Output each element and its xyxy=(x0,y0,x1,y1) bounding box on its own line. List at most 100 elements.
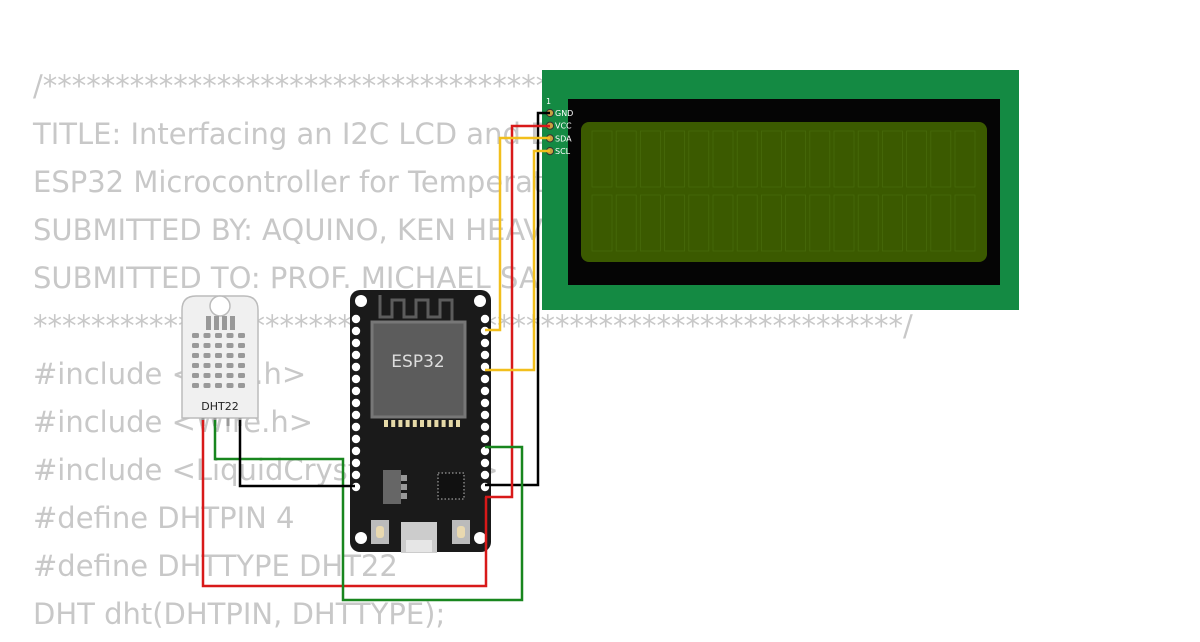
lcd-pin-label: SDA xyxy=(555,134,572,143)
lcd-cell xyxy=(857,130,879,188)
esp32-pin[interactable] xyxy=(480,422,490,432)
wire-sda xyxy=(485,136,550,332)
lcd-cell xyxy=(688,130,710,188)
lcd-cell xyxy=(809,130,831,188)
esp32-pin[interactable] xyxy=(351,470,361,480)
esp32-pin[interactable] xyxy=(351,458,361,468)
lcd-cell xyxy=(640,130,661,188)
lcd-cell xyxy=(882,194,903,252)
esp32-pin[interactable] xyxy=(351,314,361,324)
esp32-board[interactable]: ESP32 xyxy=(350,290,491,553)
mount-hole xyxy=(355,295,367,307)
voltage-regulator xyxy=(383,470,401,504)
lcd-cell xyxy=(833,130,855,188)
mount-hole xyxy=(474,295,486,307)
module-pad xyxy=(405,420,410,427)
esp32-pin[interactable] xyxy=(480,470,490,480)
esp32-pin[interactable] xyxy=(351,338,361,348)
esp32-pin[interactable] xyxy=(480,398,490,408)
vent-slot xyxy=(215,353,222,358)
dht22-label: DHT22 xyxy=(201,400,238,413)
vent-slot xyxy=(215,343,222,348)
esp32-pin[interactable] xyxy=(351,434,361,444)
module-pad xyxy=(398,420,403,427)
esp32-pin[interactable] xyxy=(351,398,361,408)
wire-dht-data xyxy=(213,420,524,602)
vent-slot xyxy=(215,373,222,378)
vent-slot xyxy=(192,363,199,368)
vent-slot xyxy=(238,353,245,358)
esp32-pin[interactable] xyxy=(480,314,490,324)
dht22-sensor[interactable]: DHT22 xyxy=(181,295,259,426)
dht22-lead xyxy=(226,418,230,426)
module-pad xyxy=(427,420,432,427)
wire-dht-gnd xyxy=(238,420,355,488)
esp32-pin[interactable] xyxy=(480,338,490,348)
esp32-label: ESP32 xyxy=(391,352,444,372)
esp32-pin[interactable] xyxy=(351,374,361,384)
wire-gnd xyxy=(485,111,550,487)
lcd-cell xyxy=(664,194,685,252)
module-pads xyxy=(384,420,460,427)
vent-slot xyxy=(203,353,211,358)
esp32-pin[interactable] xyxy=(480,446,490,456)
vent-slot xyxy=(226,363,234,368)
esp32-pin[interactable] xyxy=(480,458,490,468)
boot-button[interactable] xyxy=(452,520,470,544)
esp32-pin[interactable] xyxy=(480,350,490,360)
code-line: DHT dht(DHTPIN, DHTTYPE); xyxy=(33,597,446,631)
lcd-cell xyxy=(591,130,613,188)
vent-slot xyxy=(226,333,234,338)
esp32-pin[interactable] xyxy=(351,410,361,420)
wire-vcc-dht xyxy=(201,420,488,588)
vent-slot xyxy=(215,363,222,368)
esp32-pin[interactable] xyxy=(351,446,361,456)
esp32-pin[interactable] xyxy=(351,422,361,432)
esp32-left-pin-row xyxy=(351,314,361,492)
esp32-pin[interactable] xyxy=(351,350,361,360)
lcd-cell xyxy=(930,194,952,252)
lcd-pin-label: SCL xyxy=(555,147,571,156)
lcd-cell xyxy=(615,194,637,252)
lcd-cell xyxy=(688,194,710,252)
vent-slot xyxy=(203,333,211,338)
lcd-pin-number: 1 xyxy=(546,97,551,106)
lcd-pin-label: GND xyxy=(555,109,573,118)
module-pad xyxy=(456,420,460,427)
lcd-cell xyxy=(785,130,806,188)
vent-slot xyxy=(226,343,234,348)
micro-usb-opening xyxy=(406,540,432,552)
lcd-cell xyxy=(736,194,758,252)
vent-slot xyxy=(192,333,199,338)
vent-slot xyxy=(203,383,211,388)
dht22-leads xyxy=(201,418,242,426)
vent-slot xyxy=(215,333,222,338)
esp32-pin[interactable] xyxy=(480,386,490,396)
vent-slot xyxy=(192,373,199,378)
lcd-cell xyxy=(736,130,758,188)
lcd-cell xyxy=(857,194,879,252)
vent-notch xyxy=(222,316,227,330)
vent-slot xyxy=(215,383,222,388)
vent-notch xyxy=(230,316,235,330)
esp32-pin[interactable] xyxy=(351,386,361,396)
vent-slot xyxy=(192,343,199,348)
lcd-cell xyxy=(761,194,782,252)
vent-slot xyxy=(203,373,211,378)
mount-hole xyxy=(474,532,486,544)
lcd-cell xyxy=(785,194,806,252)
lcd-cell xyxy=(591,194,613,252)
esp32-pin[interactable] xyxy=(480,374,490,384)
esp32-pin[interactable] xyxy=(351,362,361,372)
vent-slot xyxy=(238,383,245,388)
lcd-cell xyxy=(954,194,976,252)
lcd-cell xyxy=(761,130,782,188)
esp32-pin[interactable] xyxy=(480,434,490,444)
esp32-pin[interactable] xyxy=(480,410,490,420)
en-button[interactable] xyxy=(371,520,389,544)
wire-vcc-lcd xyxy=(485,124,550,499)
esp32-pin[interactable] xyxy=(351,326,361,336)
